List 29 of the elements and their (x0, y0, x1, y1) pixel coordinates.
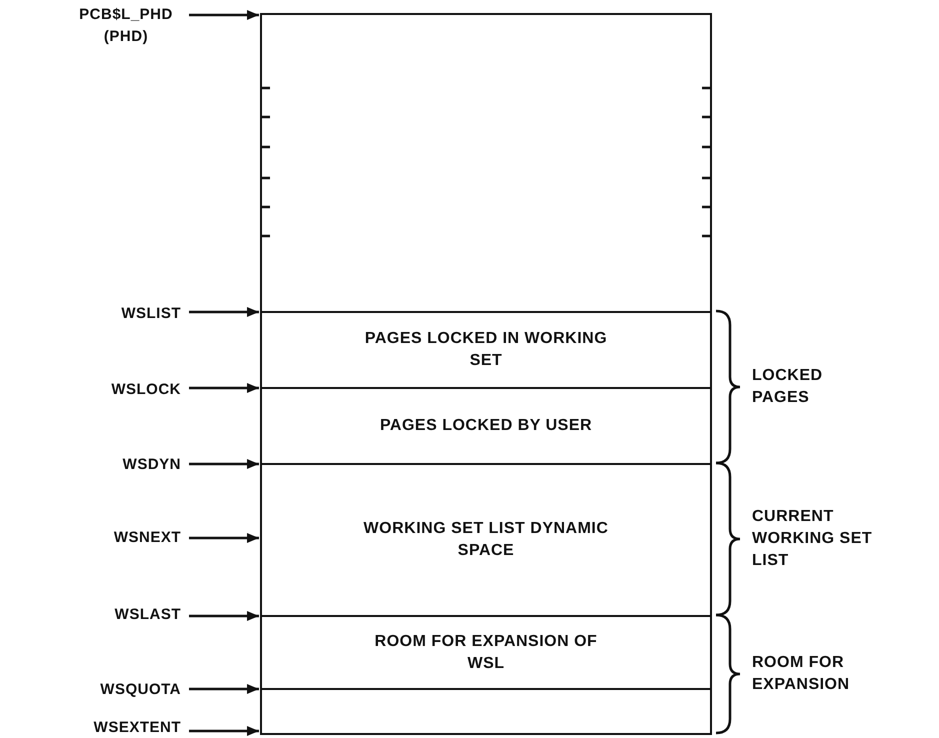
memory-region (260, 387, 712, 465)
pointer-label: PCB$L_PHD (PHD) (71, 4, 181, 48)
arrow (189, 383, 259, 393)
arrow (189, 459, 259, 469)
arrow (189, 307, 259, 317)
arrow (189, 726, 259, 736)
memory-region (260, 615, 712, 690)
brace-label: ROOM FOR EXPANSION (752, 653, 851, 695)
memory-region (260, 463, 712, 617)
pointer-label: WSDYN (122, 454, 181, 476)
arrow (189, 10, 259, 20)
empty-region (260, 13, 712, 313)
pointer-label: WSLOCK (111, 379, 181, 401)
memory-region (260, 311, 712, 389)
empty-region (260, 688, 712, 735)
pointer-label: WSQUOTA (100, 679, 181, 701)
brace-label: CURRENT WORKING SET LIST (752, 507, 874, 571)
pointer-label: WSLIST (121, 303, 181, 325)
region-label: PAGES LOCKED IN WORKING SET (364, 329, 608, 371)
arrow (189, 533, 259, 543)
pointer-label: WSEXTENT (94, 717, 181, 738)
region-label: PAGES LOCKED BY USER (380, 416, 592, 436)
region-label: ROOM FOR EXPANSION OF WSL (374, 632, 598, 674)
arrow (189, 684, 259, 694)
arrow (189, 611, 259, 621)
region-label: WORKING SET LIST DYNAMIC SPACE (362, 519, 610, 561)
pointer-label: WSNEXT (114, 527, 181, 549)
pointer-label: WSLAST (114, 604, 181, 626)
brace-label: LOCKED PAGES (752, 366, 824, 408)
